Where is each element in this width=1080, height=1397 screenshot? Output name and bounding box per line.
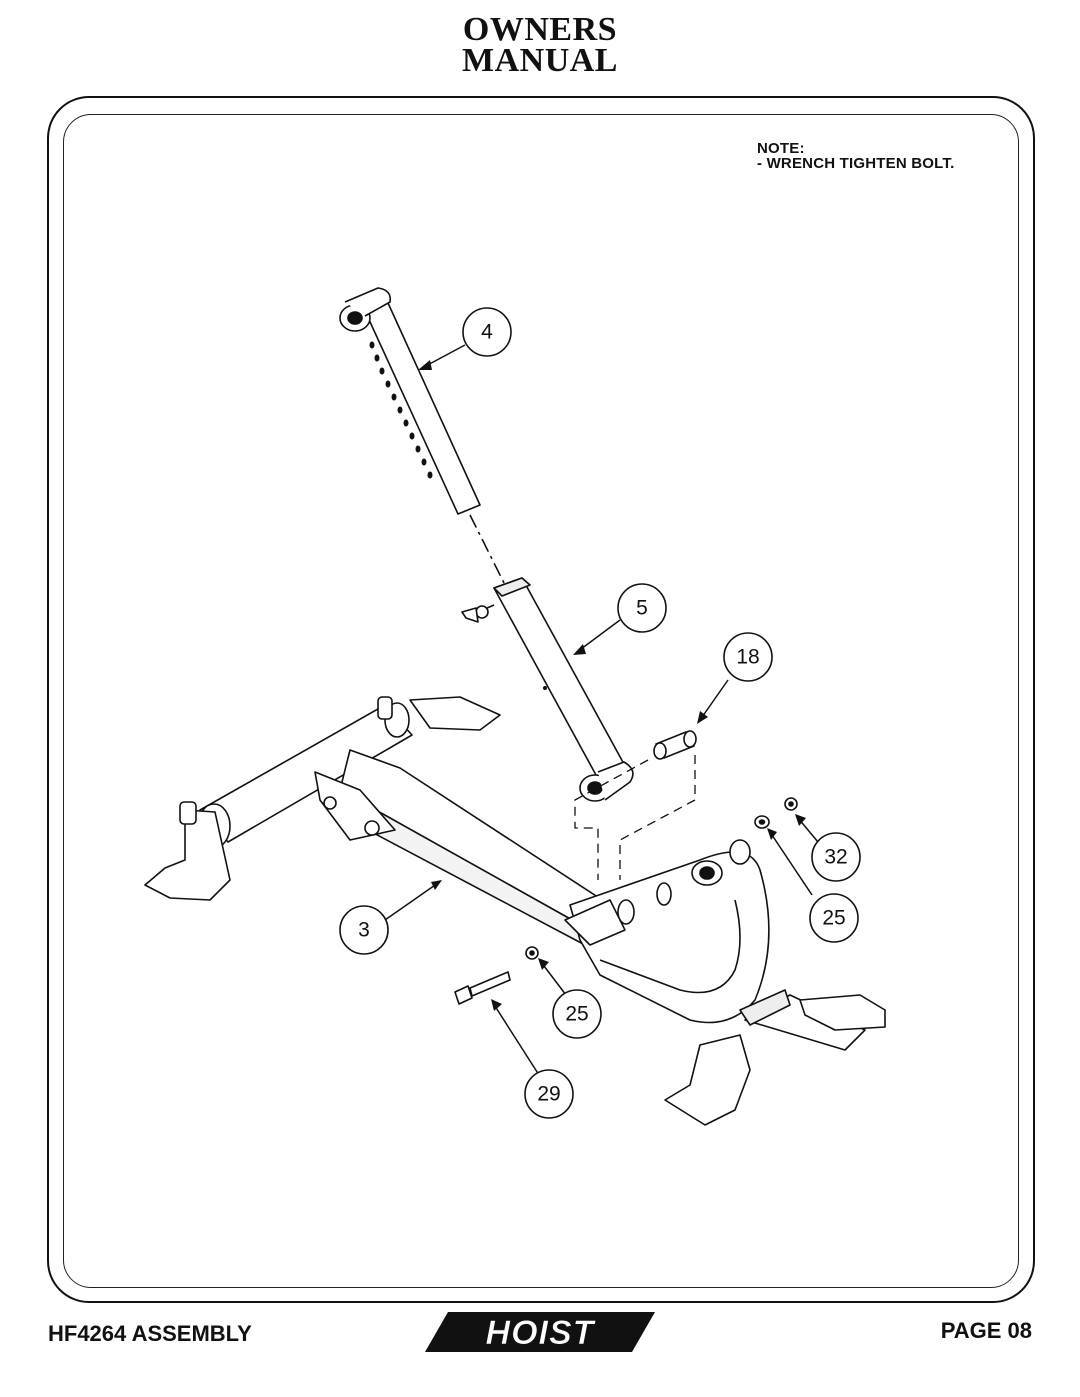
page-title: OWNERS MANUAL [0, 11, 1080, 79]
rear-base-tube [144, 696, 501, 901]
title-line-2: MANUAL [462, 42, 618, 79]
hoist-logo-text: HOIST [486, 1314, 597, 1352]
part-4-tube [339, 287, 481, 515]
assembly-note: NOTE: - WRENCH TIGHTEN BOLT. [757, 141, 954, 171]
callout-18-label: 18 [736, 646, 759, 669]
callout-25b-balloon [552, 989, 602, 1039]
callout-25a-label: 25 [822, 907, 845, 930]
note-line: - WRENCH TIGHTEN BOLT. [757, 155, 955, 172]
callout-29-balloon [524, 1069, 574, 1119]
callout-32-label: 32 [824, 846, 847, 869]
callout-32-balloon [811, 832, 861, 882]
callout-3-label: 3 [358, 919, 370, 942]
callout-25b-label: 25 [565, 1003, 588, 1026]
drawing-frame-inner [63, 114, 1019, 1288]
callout-5-label: 5 [636, 597, 648, 620]
title-line-1: OWNERS [462, 11, 618, 48]
callout-3-balloon [339, 905, 389, 955]
callout-5-balloon [617, 583, 667, 633]
front-base [664, 989, 886, 1126]
callout-29-label: 29 [537, 1083, 560, 1106]
leader-lines [384, 344, 824, 1076]
assembly-id: HF4264 ASSEMBLY [48, 1321, 252, 1346]
part-5-tube [461, 577, 634, 802]
drawing-frame-outer [47, 96, 1035, 1303]
leader-arrowheads [418, 360, 806, 1011]
callout-25a-balloon [809, 893, 859, 943]
front-yoke [564, 839, 770, 1024]
callout-18-balloon [723, 632, 773, 682]
callout-4-balloon [462, 307, 512, 357]
page-number: PAGE 08 [940, 1318, 1032, 1343]
part-18-spacer [653, 730, 697, 760]
callout-4-label: 4 [481, 321, 493, 344]
hardware [454, 797, 798, 1005]
hoist-logo: HOIST [425, 1312, 655, 1352]
note-heading: NOTE: [757, 140, 805, 157]
